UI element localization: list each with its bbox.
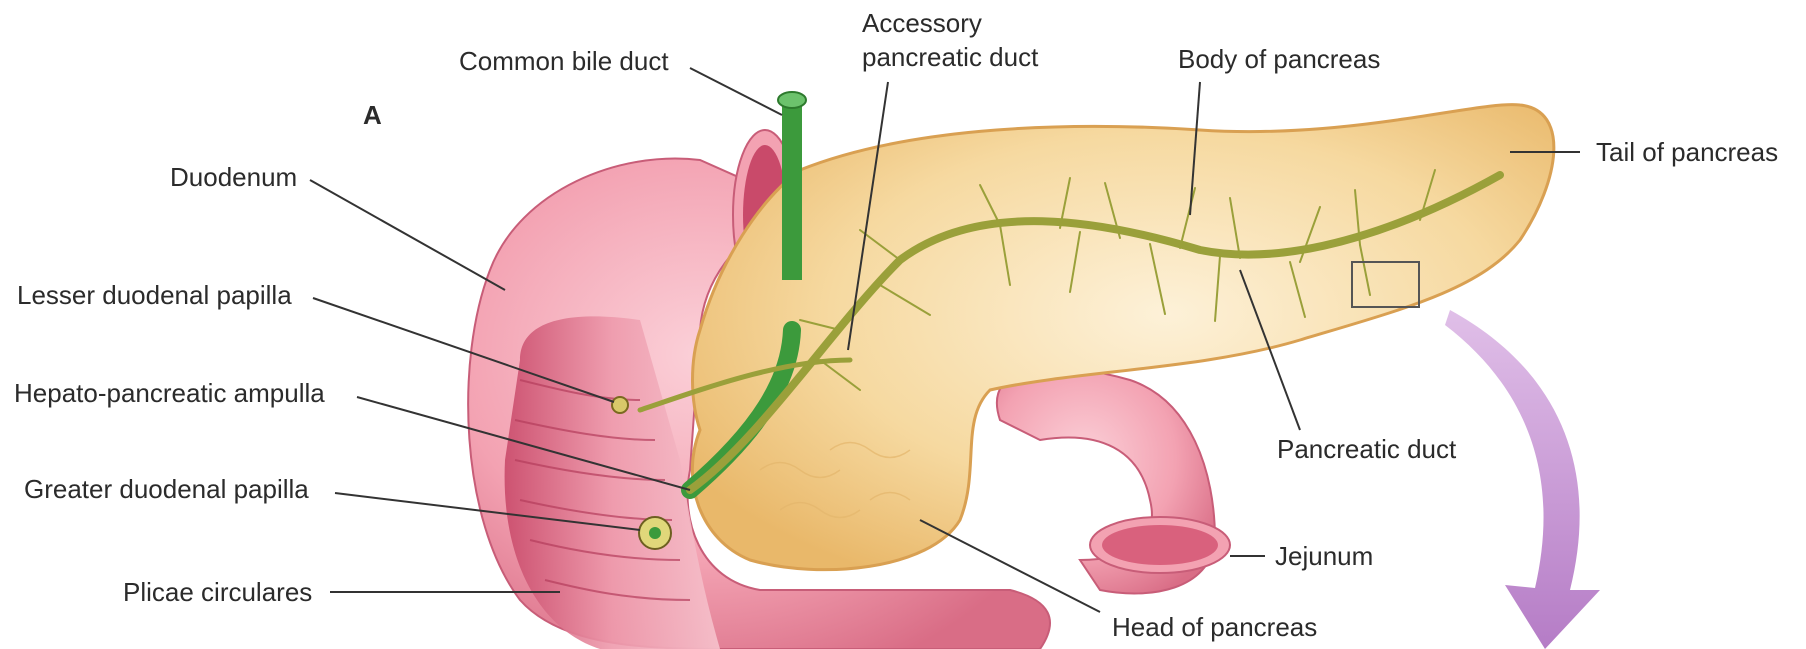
magnification-arrow [1445,310,1600,649]
greater-papilla-shape [639,517,671,549]
label-head-of-pancreas: Head of pancreas [1112,612,1317,642]
leader-duodenum [310,180,505,290]
label-lesser-duodenal-papilla: Lesser duodenal papilla [17,280,292,310]
pancreas-shape [692,105,1554,570]
label-greater-duodenal-papilla: Greater duodenal papilla [24,474,309,504]
label-hepato-pancreatic-ampulla: Hepato-pancreatic ampulla [14,378,325,408]
label-duodenum: Duodenum [170,162,297,192]
label-tail-of-pancreas: Tail of pancreas [1596,137,1778,167]
label-jejunum: Jejunum [1275,541,1373,571]
label-pancreatic-duct: Pancreatic duct [1277,434,1457,464]
label-common-bile-duct: Common bile duct [459,46,669,76]
label-accessory-duct-line1: Accessory [862,8,982,38]
panel-letter: A [363,100,382,130]
label-accessory-duct-line2: pancreatic duct [862,42,1039,72]
label-plicae-circulares: Plicae circulares [123,577,312,607]
label-body-of-pancreas: Body of pancreas [1178,44,1380,74]
jejunum-shape [997,368,1230,593]
lesser-papilla-shape [612,397,628,413]
leader-common-bile-duct [690,68,782,115]
